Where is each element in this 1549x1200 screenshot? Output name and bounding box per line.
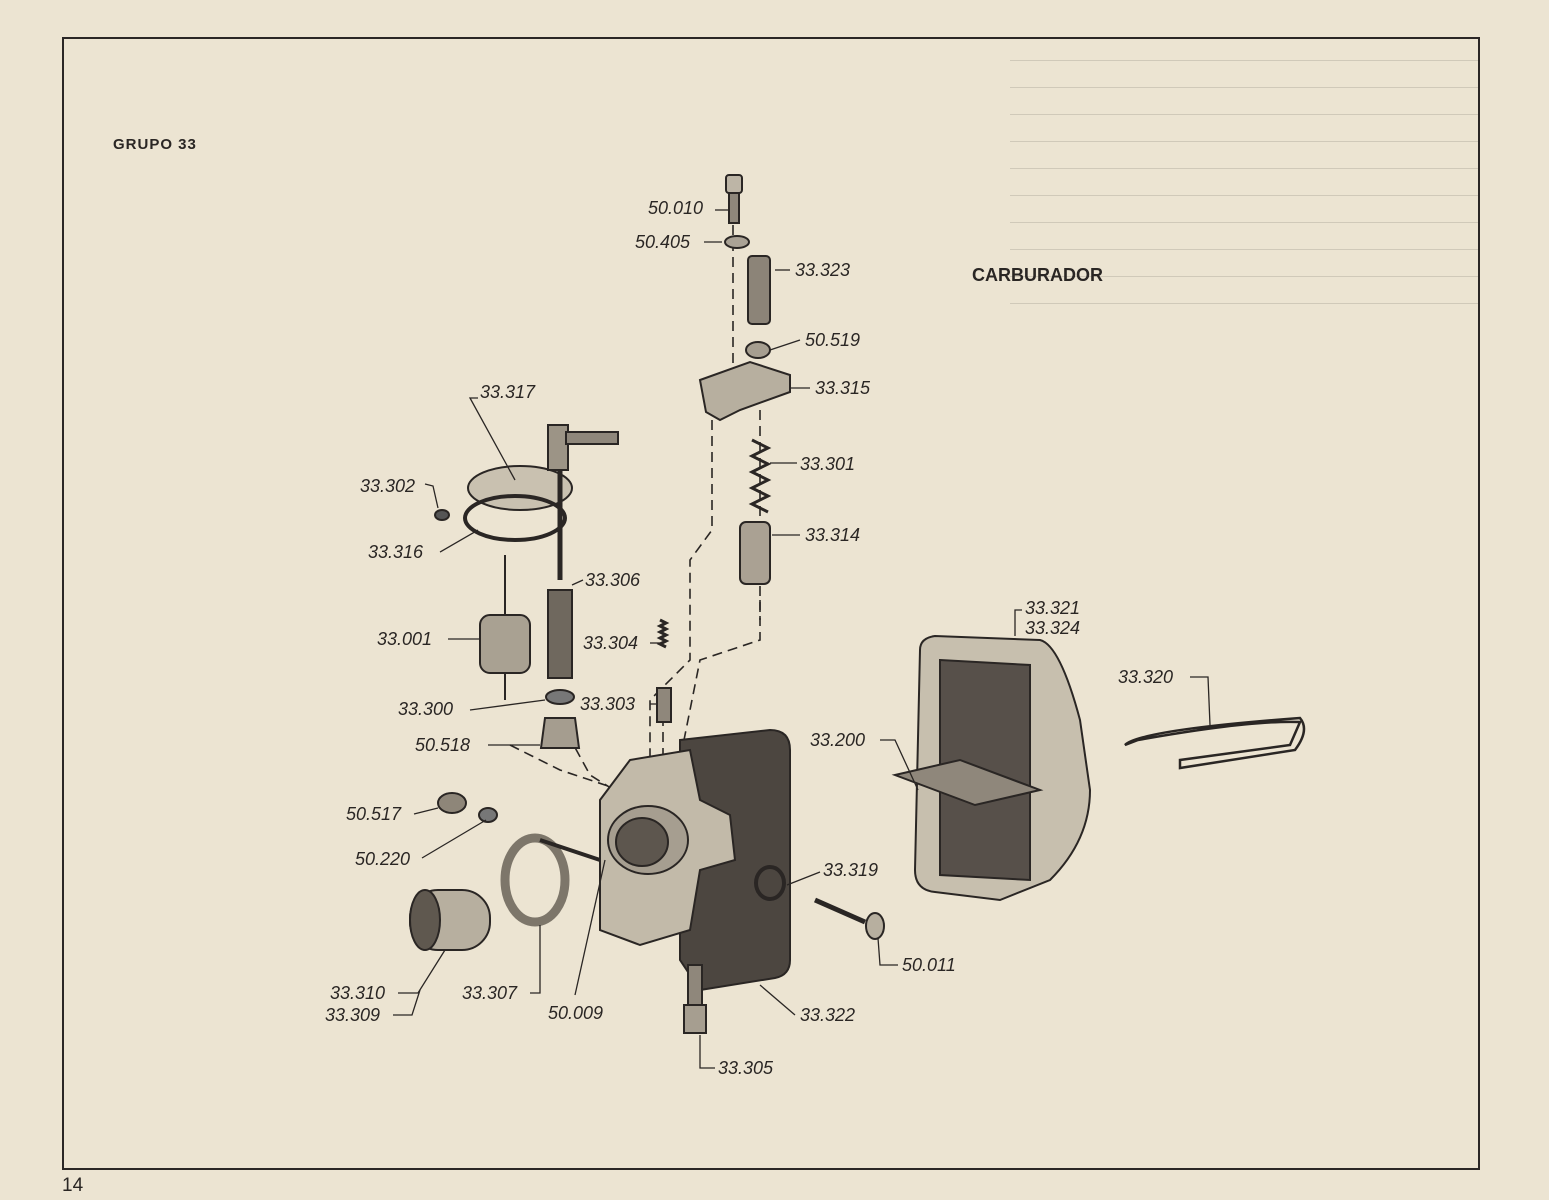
label-50517: 50.517 (346, 804, 402, 824)
label-33314: 33.314 (805, 525, 861, 545)
bleed-through-table (1010, 60, 1478, 320)
gasket-33316 (463, 494, 567, 542)
washer-50405 (724, 235, 750, 249)
page-frame (62, 37, 1480, 1170)
label-33307: 33.307 (462, 983, 518, 1003)
label-50010: 50.010 (648, 198, 704, 218)
screw-50011 (813, 897, 885, 940)
needle-33304 (656, 618, 670, 649)
float-cover-33317 (467, 424, 619, 580)
screw-33305 (683, 964, 707, 1034)
group-title: GRUPO 33 (113, 136, 197, 153)
label-33315: 33.315 (815, 378, 871, 398)
label-50405: 50.405 (635, 232, 691, 252)
idle-spring-33319 (754, 865, 786, 901)
slide-33314 (739, 521, 771, 585)
label-33302: 33.302 (360, 476, 416, 496)
label-33319: 33.319 (823, 860, 879, 880)
pin-33302 (434, 509, 450, 521)
label-33306: 33.306 (585, 570, 641, 590)
jet-33303 (656, 687, 672, 723)
label-50519: 50.519 (805, 330, 861, 350)
cap-33315 (698, 360, 791, 422)
retaining-wire-33320 (1124, 716, 1306, 770)
label-33324: 33.324 (1025, 618, 1081, 638)
sleeve-50517 (437, 792, 467, 814)
carburetor-body-33322 (599, 728, 791, 992)
label-33300: 33.300 (398, 699, 454, 719)
float-33001 (479, 555, 531, 700)
label-50009: 50.009 (548, 1003, 604, 1023)
washer-50220 (478, 807, 498, 823)
label-33200: 33.200 (810, 730, 866, 750)
clamp-33307 (500, 833, 601, 927)
label-33323: 33.323 (795, 260, 851, 280)
nut-50519 (745, 341, 771, 359)
rubber-sleeve-33310 (409, 889, 491, 951)
label-33301: 33.301 (800, 454, 856, 474)
filter-mesh-33200 (891, 758, 1044, 807)
sleeve-33323 (747, 255, 771, 325)
label-50220: 50.220 (355, 849, 411, 869)
label-33317: 33.317 (480, 382, 536, 402)
seal-33300 (545, 689, 575, 705)
filter-33306 (547, 589, 573, 679)
label-33310: 33.310 (330, 983, 386, 1003)
label-33305: 33.305 (718, 1058, 774, 1078)
label-33322: 33.322 (800, 1005, 856, 1025)
section-title: CARBURADOR (972, 265, 1103, 285)
label-50518: 50.518 (415, 735, 471, 755)
label-33321: 33.321 (1025, 598, 1081, 618)
label-33309: 33.309 (325, 1005, 381, 1025)
spring-33301 (748, 438, 772, 514)
label-33303: 33.303 (580, 694, 636, 714)
screw-50010 (725, 174, 743, 224)
label-50011: 50.011 (902, 955, 956, 975)
page-number: 14 (62, 1175, 84, 1196)
jet-holder-50518 (539, 717, 581, 749)
label-33001: 33.001 (377, 629, 433, 649)
label-33304: 33.304 (583, 633, 639, 653)
label-33320: 33.320 (1118, 667, 1174, 687)
leader-lines (393, 209, 1211, 1069)
label-33316: 33.316 (368, 542, 424, 562)
